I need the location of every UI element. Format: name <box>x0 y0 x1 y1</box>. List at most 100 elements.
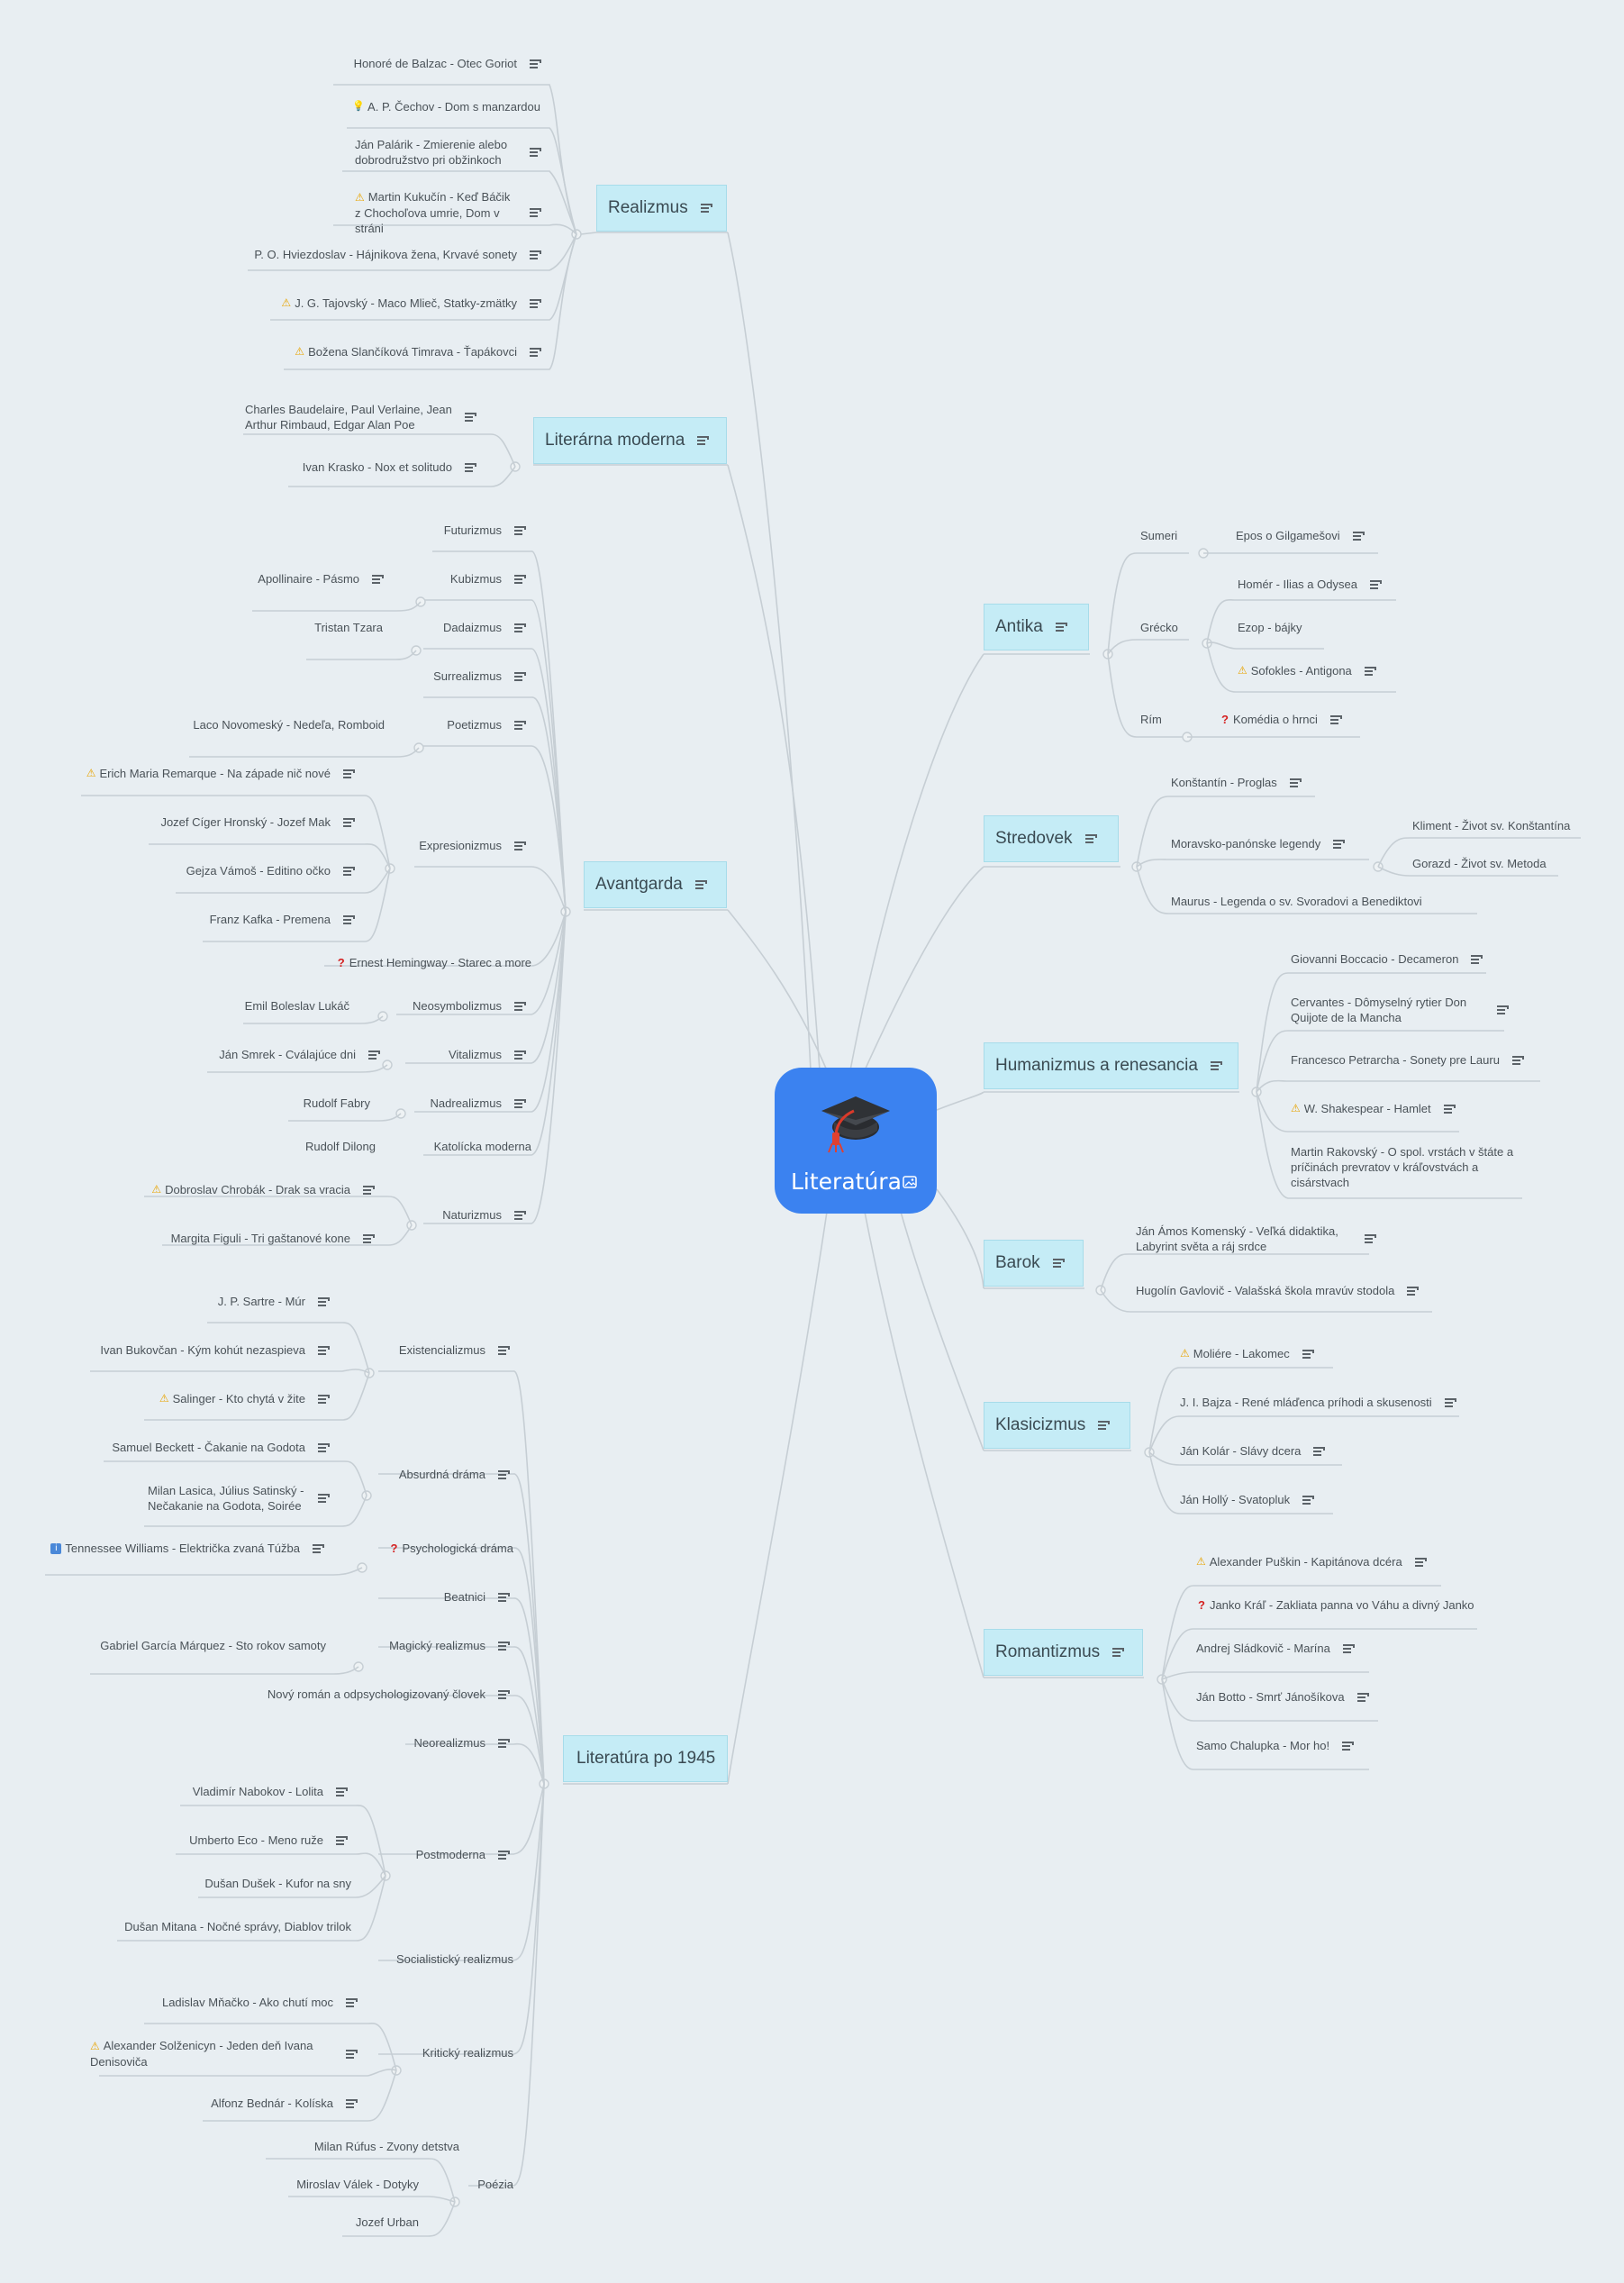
branch-existencializmus[interactable]: Existencializmus <box>399 1342 510 1358</box>
branch-poezia[interactable]: Poézia <box>477 2178 513 2191</box>
note-icon[interactable] <box>346 2098 358 2108</box>
list-item[interactable]: ⚠Salinger - Kto chytá v žite <box>159 1391 330 1406</box>
list-item[interactable]: ⚠Božena Slančíková Timrava - Ťapákovci <box>295 344 541 359</box>
list-item[interactable]: Konštantín - Proglas <box>1171 775 1302 790</box>
note-icon[interactable] <box>1289 778 1302 787</box>
branch-socialisticky-realizmus[interactable]: Socialistický realizmus <box>395 1952 513 1966</box>
list-item[interactable]: Charles Baudelaire, Paul Verlaine, Jean … <box>245 402 476 432</box>
list-item[interactable]: Ján Hollý - Svatopluk <box>1180 1492 1315 1507</box>
note-icon[interactable] <box>1365 1234 1376 1243</box>
topic-realizmus[interactable]: Realizmus <box>596 185 727 232</box>
list-item[interactable]: ?Ernest Hemingway - Starec a more <box>337 956 531 969</box>
branch-kubizmus[interactable]: Kubizmus <box>450 571 526 587</box>
central-topic[interactable]: Literatúra <box>775 1068 937 1214</box>
list-item[interactable]: Andrej Sládkovič - Marína <box>1196 1641 1355 1656</box>
note-icon[interactable] <box>1364 666 1376 676</box>
branch-dadaizmus[interactable]: Dadaizmus <box>443 620 526 635</box>
note-icon[interactable] <box>343 817 355 827</box>
note-icon[interactable] <box>514 720 526 730</box>
note-icon[interactable] <box>343 866 355 876</box>
list-item[interactable]: Tristan Tzara <box>314 621 383 634</box>
list-item[interactable]: ⚠Erich Maria Remarque - Na západe nič no… <box>86 766 355 781</box>
list-item[interactable]: Ivan Krasko - Nox et solitudo <box>303 459 476 475</box>
list-item[interactable]: Laco Novomeský - Nedeľa, Romboid <box>193 718 385 732</box>
list-item[interactable]: Ján Kolár - Slávy dcera <box>1180 1443 1326 1459</box>
list-item[interactable]: ?Janko Kráľ - Zakliata panna vo Váhu a d… <box>1198 1598 1474 1612</box>
list-item[interactable]: Honoré de Balzac - Otec Goriot <box>354 56 541 71</box>
list-item[interactable]: P. O. Hviezdoslav - Hájnikova žena, Krva… <box>254 247 541 262</box>
note-icon[interactable] <box>530 347 541 357</box>
list-item[interactable]: Margita Figuli - Tri gaštanové kone <box>171 1231 375 1246</box>
list-item[interactable]: Dušan Mitana - Nočné správy, Diablov tri… <box>124 1920 351 1933</box>
branch-neorealizmus[interactable]: Neorealizmus <box>414 1735 510 1751</box>
note-icon[interactable] <box>1356 1692 1369 1702</box>
list-item[interactable]: Ladislav Mňačko - Ako chutí moc <box>162 1995 358 2010</box>
note-icon[interactable] <box>363 1233 375 1243</box>
note-icon[interactable] <box>514 1098 526 1108</box>
list-item[interactable]: Franz Kafka - Premena <box>210 912 355 927</box>
note-icon[interactable] <box>343 769 355 778</box>
note-icon[interactable] <box>363 1185 375 1195</box>
note-icon[interactable] <box>1112 1648 1125 1657</box>
list-item[interactable]: ⚠Moliére - Lakomec <box>1180 1346 1314 1361</box>
note-icon[interactable] <box>372 574 384 584</box>
note-icon[interactable] <box>514 525 526 535</box>
branch-psychologicka-drama[interactable]: ?Psychologická dráma <box>390 1542 513 1555</box>
list-item[interactable]: Dušan Dušek - Kufor na sny <box>204 1877 351 1890</box>
branch-surrealizmus[interactable]: Surrealizmus <box>433 669 526 684</box>
note-icon[interactable] <box>318 1494 330 1503</box>
note-icon[interactable] <box>1407 1286 1420 1296</box>
branch-poetizmus[interactable]: Poetizmus <box>447 717 526 732</box>
branch-grecko[interactable]: Grécko <box>1140 621 1178 634</box>
list-item[interactable]: Kliment - Život sv. Konštantína <box>1412 819 1571 832</box>
list-item[interactable]: Milan Rúfus - Zvony detstva <box>313 2140 459 2153</box>
note-icon[interactable] <box>1313 1446 1326 1456</box>
branch-naturizmus[interactable]: Naturizmus <box>442 1207 526 1223</box>
note-icon[interactable] <box>1352 531 1365 541</box>
branch-kriticky-realizmus[interactable]: Kritický realizmus <box>422 2046 513 2060</box>
note-icon[interactable] <box>514 1001 526 1011</box>
branch-vitalizmus[interactable]: Vitalizmus <box>449 1047 526 1062</box>
note-icon[interactable] <box>1333 839 1346 849</box>
topic-romantizmus[interactable]: Romantizmus <box>984 1629 1143 1676</box>
list-item[interactable]: ⚠W. Shakespear - Hamlet <box>1291 1101 1456 1116</box>
note-icon[interactable] <box>1098 1421 1111 1430</box>
note-icon[interactable] <box>318 1442 330 1452</box>
list-item[interactable]: Ezop - bájky <box>1238 621 1302 634</box>
list-item[interactable]: Jozef Urban <box>355 2215 419 2229</box>
note-icon[interactable] <box>498 1738 510 1748</box>
topic-antika[interactable]: Antika <box>984 604 1089 650</box>
list-item[interactable]: Epos o Gilgamešovi <box>1236 528 1365 543</box>
note-icon[interactable] <box>368 1050 380 1060</box>
note-icon[interactable] <box>1052 1259 1065 1268</box>
list-item[interactable]: Gorazd - Život sv. Metoda <box>1412 857 1547 870</box>
list-item[interactable]: 💡A. P. Čechov - Dom s manzardou <box>352 100 540 114</box>
note-icon[interactable] <box>336 1835 348 1845</box>
list-item[interactable]: Gejza Vámoš - Editino očko <box>186 863 355 878</box>
note-icon[interactable] <box>346 2049 358 2059</box>
branch-neosymbolizmus[interactable]: Neosymbolizmus <box>413 998 526 1014</box>
list-item[interactable]: ⚠Alexander Puškin - Kapitánova dcéra <box>1196 1554 1427 1569</box>
list-item[interactable]: Emil Boleslav Lukáč <box>244 999 349 1013</box>
list-item[interactable]: Martin Rakovský - O spol. vrstách v štát… <box>1291 1145 1514 1189</box>
list-item[interactable]: Gabriel García Márquez - Sto rokov samot… <box>100 1639 326 1652</box>
note-icon[interactable] <box>498 1345 510 1355</box>
note-icon[interactable] <box>1443 1104 1456 1114</box>
note-icon[interactable] <box>1210 1061 1222 1070</box>
topic-stredovek[interactable]: Stredovek <box>984 815 1119 862</box>
list-item[interactable]: ⚠Sofokles - Antigona <box>1238 663 1376 678</box>
note-icon[interactable] <box>465 413 476 422</box>
branch-novy-roman[interactable]: Nový román a odpsychologizovaný človek <box>268 1687 510 1702</box>
note-icon[interactable] <box>530 148 541 157</box>
branch-katolicka-moderna[interactable]: Katolícka moderna <box>433 1140 531 1153</box>
note-icon[interactable] <box>1511 1055 1524 1065</box>
list-item[interactable]: Umberto Eco - Meno ruže <box>189 1833 348 1848</box>
topic-klasicizmus[interactable]: Klasicizmus <box>984 1402 1130 1449</box>
note-icon[interactable] <box>697 436 710 445</box>
branch-expresionizmus[interactable]: Expresionizmus <box>419 838 526 853</box>
image-icon[interactable] <box>903 1176 917 1188</box>
note-icon[interactable] <box>514 1050 526 1060</box>
topic-humanizmus-a-renesancia[interactable]: Humanizmus a renesancia <box>984 1042 1238 1089</box>
list-item[interactable]: Ján Palárik - Zmierenie alebo dobrodružs… <box>355 137 541 168</box>
